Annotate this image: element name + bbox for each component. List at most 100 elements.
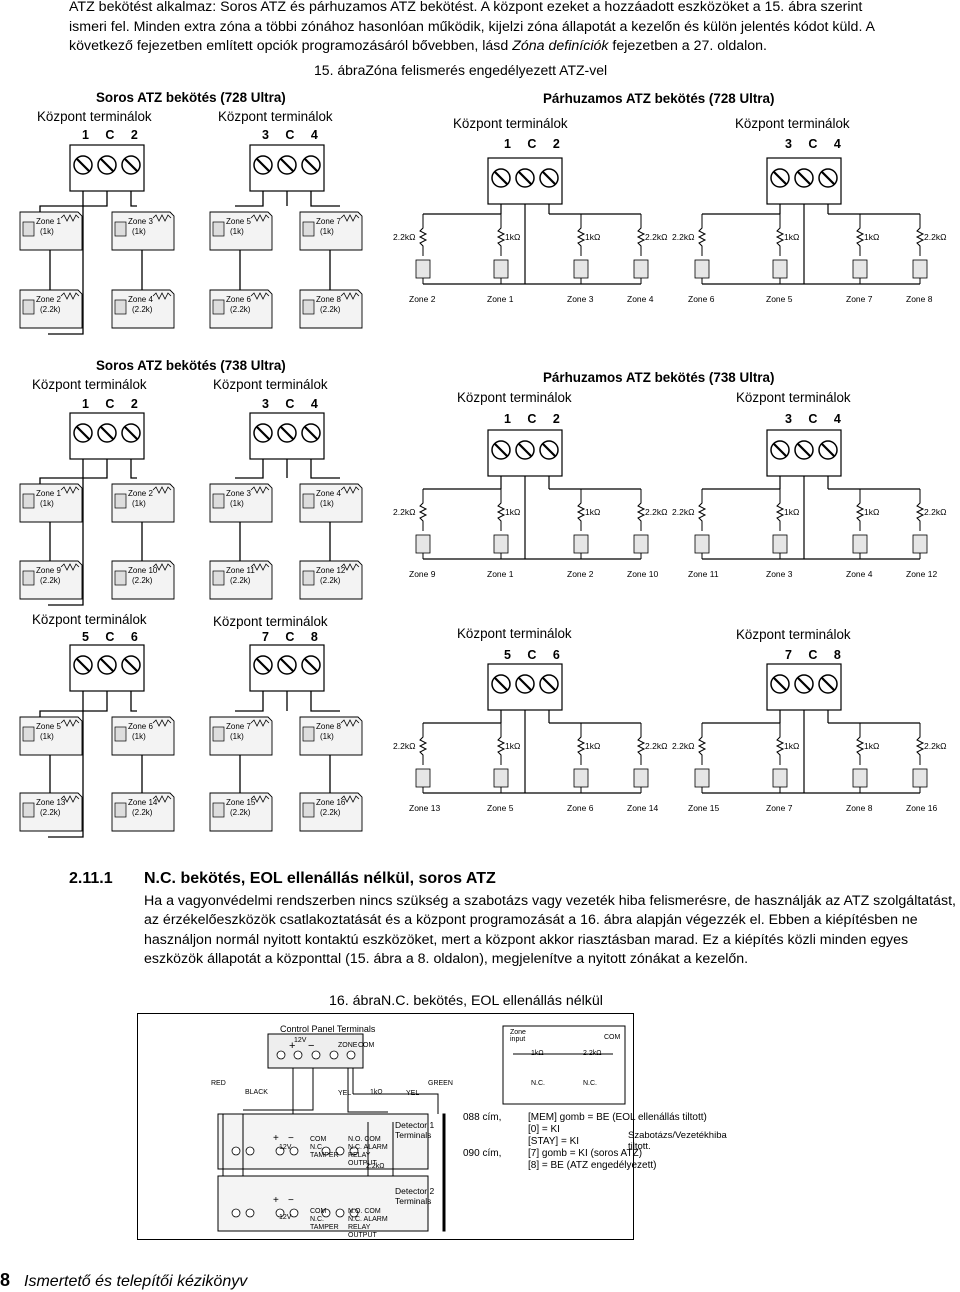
resistor-icon — [340, 795, 360, 803]
resistor-value: 1kΩ — [784, 507, 799, 517]
terminal-numbers: 1 C 2 — [82, 397, 139, 411]
config-line-3: [STAY] = KI — [528, 1136, 580, 1147]
detector-icon — [912, 534, 928, 554]
screw-slot — [76, 158, 90, 172]
detector-icon — [114, 802, 127, 818]
detector-icon — [912, 259, 928, 279]
resistor-value: 1kΩ — [505, 741, 520, 751]
zone-value: (1k) — [320, 732, 334, 741]
zone-label: Zone 6 — [226, 295, 251, 304]
figure-16-caption: 16. ábraN.C. bekötés, EOL ellenállás nél… — [329, 993, 603, 1009]
resistor-value: 2.2kΩ — [393, 507, 415, 517]
detector-icon — [694, 259, 710, 279]
zone-label: Zone 4 — [627, 294, 654, 304]
figure-16: Control Panel Terminals 12V ZONE COM + −… — [137, 1013, 727, 1240]
wire — [310, 459, 340, 479]
resistor-icon — [340, 292, 360, 300]
resistor-icon — [855, 214, 865, 256]
detector-icon — [852, 259, 868, 279]
detector-icon — [694, 768, 710, 788]
detector-icon — [772, 259, 788, 279]
resistor-icon — [418, 723, 428, 765]
terminal-numbers: 1 C 2 — [82, 128, 139, 142]
screw-slot — [76, 658, 90, 672]
resistor-2-2k-b: 2.2kΩ — [366, 1163, 385, 1170]
kozpont-label: Központ terminálok — [32, 612, 147, 627]
detector-icon — [912, 768, 928, 788]
zone-value: (2.2k) — [230, 808, 251, 817]
detector-icon — [852, 534, 868, 554]
zone-value: (2.2k) — [230, 305, 251, 314]
nc-label: N.C. — [583, 1080, 597, 1087]
resistor-icon — [775, 489, 785, 531]
resistor-icon — [250, 486, 270, 494]
screw-slot — [494, 443, 508, 457]
resistor-icon — [250, 719, 270, 727]
resistor-icon — [636, 723, 646, 765]
terminal-numbers: 5 C 6 — [504, 648, 561, 662]
screw-slot — [542, 443, 556, 457]
zone-value: (1k) — [40, 499, 54, 508]
figure-15-caption: 15. ábraZóna felismerés engedélyezett AT… — [314, 62, 608, 78]
resistor-icon — [855, 489, 865, 531]
detector-icon — [573, 768, 589, 788]
zone-label: Zone 11 — [688, 569, 719, 579]
detector-icon — [212, 493, 225, 509]
detector-icon — [22, 221, 35, 237]
resistor-icon — [915, 723, 925, 765]
wire-yellow: YEL — [406, 1090, 420, 1097]
book-title: Ismertető és telepítői kézikönyv — [24, 1273, 248, 1290]
resistor-value: 2.2kΩ — [393, 232, 415, 242]
resistor-value: 2.2kΩ — [672, 741, 694, 751]
zone-value: (2.2k) — [230, 576, 251, 585]
zone-input-label: Zone input — [510, 1029, 526, 1043]
detector-icon — [415, 259, 431, 279]
tamper-note: Szabotázs/Vezetékhiba tiltott. — [628, 1130, 727, 1152]
detector-icon — [212, 726, 225, 742]
com-label: COM — [358, 1042, 375, 1049]
soros-728-title: Soros ATZ bekötés (728 Ultra) — [96, 90, 286, 105]
detector-icon — [114, 726, 127, 742]
resistor-icon — [60, 795, 80, 803]
screw-slot — [256, 158, 270, 172]
resistor-icon — [496, 489, 506, 531]
terminal-numbers: 3 C 4 — [785, 137, 842, 151]
detector-icon — [633, 768, 649, 788]
zone-detector — [111, 792, 175, 832]
kozpont-label: Központ terminálok — [736, 627, 851, 642]
resistor-icon — [915, 214, 925, 256]
kozpont-label: Központ terminálok — [735, 116, 850, 131]
zone-value: (2.2k) — [320, 305, 341, 314]
screw-slot — [124, 658, 138, 672]
resistor-icon — [636, 214, 646, 256]
zone-label: Zone 2 — [567, 569, 594, 579]
resistor-icon — [152, 719, 172, 727]
v12-label: 12V — [294, 1037, 307, 1044]
zone-label: Zone 7 — [316, 217, 341, 226]
terminal-numbers: 1 C 2 — [504, 137, 561, 151]
zone-detector — [299, 560, 363, 600]
detector-icon — [415, 768, 431, 788]
screw-slot — [256, 658, 270, 672]
resistor-value: 2.2kΩ — [645, 741, 667, 751]
wire — [235, 691, 264, 712]
terminal-numbers: 7 C 8 — [262, 630, 319, 644]
zone-label: Zone 4 — [846, 569, 873, 579]
zone-label: Zone 2 — [409, 294, 436, 304]
zone-label: Zone 5 — [226, 217, 251, 226]
screw-slot — [100, 658, 114, 672]
resistor-icon — [250, 292, 270, 300]
zone-detector — [209, 483, 273, 523]
resistor-icon — [60, 719, 80, 727]
resistor-icon — [250, 563, 270, 571]
wire — [130, 691, 137, 712]
zone-label: Zone 12 — [316, 566, 346, 575]
resistor-icon — [697, 723, 707, 765]
tamper-label: COM N.C. TAMPER — [310, 1136, 339, 1159]
screw-slot — [773, 677, 787, 691]
wire — [235, 459, 264, 479]
zone-detector — [111, 211, 175, 251]
intro-line-3: következő fejezetben említett opciók pro… — [69, 38, 768, 54]
resistor-icon — [496, 723, 506, 765]
